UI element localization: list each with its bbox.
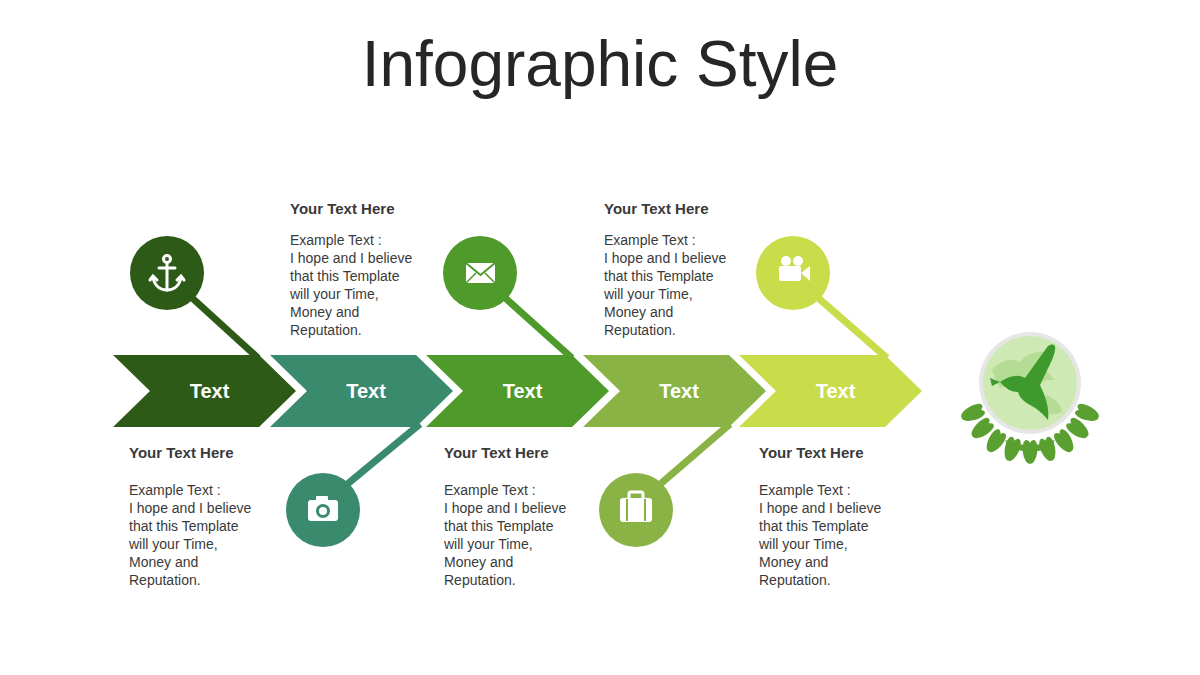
example-label: Example Text : [759,481,851,499]
step-label: Text [806,380,856,403]
body-text: I hope and I believe that this Template … [444,499,574,589]
camera-icon [286,473,360,547]
chevron-step: Text [739,355,922,427]
laurel-leaf [1057,427,1077,453]
title: Infographic Style [0,28,1200,102]
envelope-icon [443,236,517,310]
leader-line [503,296,572,358]
step-label: Text [493,380,543,403]
video-camera-icon [756,236,830,310]
body-text: I hope and I believe that this Template … [290,249,420,339]
leader-line [190,296,258,358]
leader-line [345,424,420,486]
step-label: Text [649,380,699,403]
example-label: Example Text : [604,231,696,249]
body-text: I hope and I believe that this Template … [759,499,889,589]
text-heading: Your Text Here [759,444,863,462]
leader-line [658,424,730,486]
example-label: Example Text : [444,481,536,499]
example-label: Example Text : [129,481,221,499]
body-text: I hope and I believe that this Template … [604,249,734,339]
leader-line [816,296,887,358]
chevron-step: Text [270,355,453,427]
anchor-icon [130,236,204,310]
chevron-step: Text [426,355,609,427]
step-label: Text [180,380,230,403]
laurel-leaf [961,407,987,423]
text-heading: Your Text Here [444,444,548,462]
example-label: Example Text : [290,231,382,249]
text-heading: Your Text Here [129,444,233,462]
text-heading: Your Text Here [290,200,394,218]
laurel-leaf [985,430,1008,455]
laurel-ribbon [1005,440,1055,452]
peace-emblem [959,332,1101,465]
chevron-step: Text [113,355,296,427]
chevron-step: Text [583,355,766,427]
laurel-leaf [1068,415,1092,439]
body-text: I hope and I believe that this Template … [129,499,259,589]
laurel-leaf [1026,439,1039,464]
laurel-leaf [970,420,996,441]
text-heading: Your Text Here [604,200,708,218]
laurel-leaf [1075,401,1101,422]
briefcase-icon [599,473,673,547]
step-label: Text [336,380,386,403]
